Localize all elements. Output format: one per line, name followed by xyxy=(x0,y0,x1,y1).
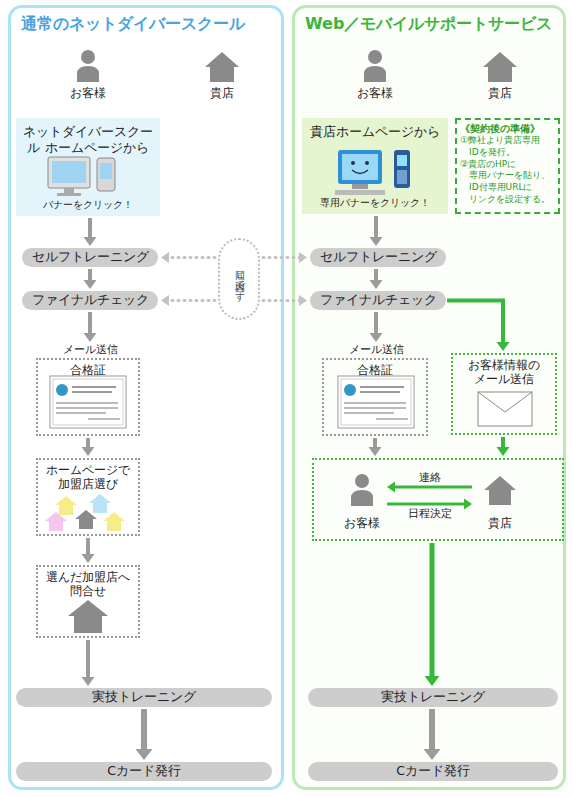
node-text: お客様情報の メール送信 xyxy=(453,358,555,387)
edge-label: 日程決定 xyxy=(390,507,470,521)
shop-node: 貴店 xyxy=(475,470,525,530)
homepage-box: 貴店ホームページから専用バナーをクリック！ xyxy=(302,118,448,214)
school-panel: 通常のネットダイバースクールネットダイバースクール ホームページからバナーをクリ… xyxy=(8,5,284,790)
process-pill: セルフトレーニング xyxy=(22,248,158,267)
node-text: ファイナルチェック xyxy=(320,292,437,309)
node-text: セルフトレーニング xyxy=(320,249,437,266)
node-text: 選んだ加盟店へ 問合せ xyxy=(38,570,138,599)
inquiry-box: 選んだ加盟店へ 問合せ xyxy=(36,565,140,638)
node-text: ファイナルチェック xyxy=(32,292,149,309)
icon-label: お客様 xyxy=(335,86,415,101)
mail-box: お客様情報の メール送信 xyxy=(451,353,557,435)
process-pill: ファイナルチェック xyxy=(310,291,446,310)
customer-node: お客様 xyxy=(340,470,384,530)
node-text: 《契約後の準備》 xyxy=(460,123,555,135)
node-text: 合格証 xyxy=(324,363,426,377)
certificate-box: 合格証 xyxy=(322,358,428,436)
node-subtext: ①弊社より貴店専用 IDを発行。 xyxy=(460,135,555,158)
node-text: 通常のネットダイバースクール xyxy=(21,14,271,35)
edge-label: 連絡 xyxy=(390,471,470,485)
certificate-box: 合格証 xyxy=(36,358,140,436)
service-panel: Web／モバイルサポートサービス貴店ホームページから専用バナーをクリック！《契約… xyxy=(292,5,566,790)
contact-group: お客様 貴店 xyxy=(312,458,564,541)
node-text: お客様 xyxy=(344,516,380,530)
node-text: 貴店 xyxy=(488,516,512,530)
node-text: Web／モバイルサポートサービス xyxy=(305,14,553,35)
node-text: ホームページで 加盟店選び xyxy=(38,463,138,492)
icon-label: 貴店 xyxy=(182,86,262,101)
node-text: Cカード発行 xyxy=(396,763,470,780)
node-subtext: バナーをクリック！ xyxy=(43,198,133,212)
node-text: 貴店ホームページから xyxy=(310,124,440,140)
process-pill: 実技トレーニング xyxy=(308,688,558,707)
shop-select-box: ホームページで 加盟店選び xyxy=(36,458,140,536)
edge-label: メール送信 xyxy=(50,343,130,357)
node-text: 合格証 xyxy=(38,363,138,377)
node-text: 同じ内容です xyxy=(232,263,246,296)
node-text: セルフトレーニング xyxy=(32,249,149,266)
node-text: 実技トレーニング xyxy=(92,689,196,706)
node-text: 実技トレーニング xyxy=(381,689,485,706)
process-pill: Cカード発行 xyxy=(16,762,272,781)
same-content-oval: 同じ内容です xyxy=(218,238,260,320)
process-pill: Cカード発行 xyxy=(308,762,558,781)
icon-label: お客様 xyxy=(48,86,128,101)
homepage-box: ネットダイバースクール ホームページからバナーをクリック！ xyxy=(16,118,160,216)
node-subtext: ②貴店のHPに 専用バナーを貼り、 ID付専用URLに リンクを設定する。 xyxy=(460,159,555,206)
node-text: ネットダイバースクール ホームページから xyxy=(18,124,158,155)
node-text: Cカード発行 xyxy=(107,763,181,780)
edge-label: メール送信 xyxy=(336,343,416,357)
contract-note: 《契約後の準備》①弊社より貴店専用 IDを発行。②貴店のHPに 専用バナーを貼り… xyxy=(455,118,560,214)
icon-label: 貴店 xyxy=(460,86,540,101)
process-pill: 実技トレーニング xyxy=(16,688,272,707)
node-subtext: 専用バナーをクリック！ xyxy=(320,196,430,210)
process-pill: セルフトレーニング xyxy=(310,248,446,267)
process-pill: ファイナルチェック xyxy=(22,291,158,310)
